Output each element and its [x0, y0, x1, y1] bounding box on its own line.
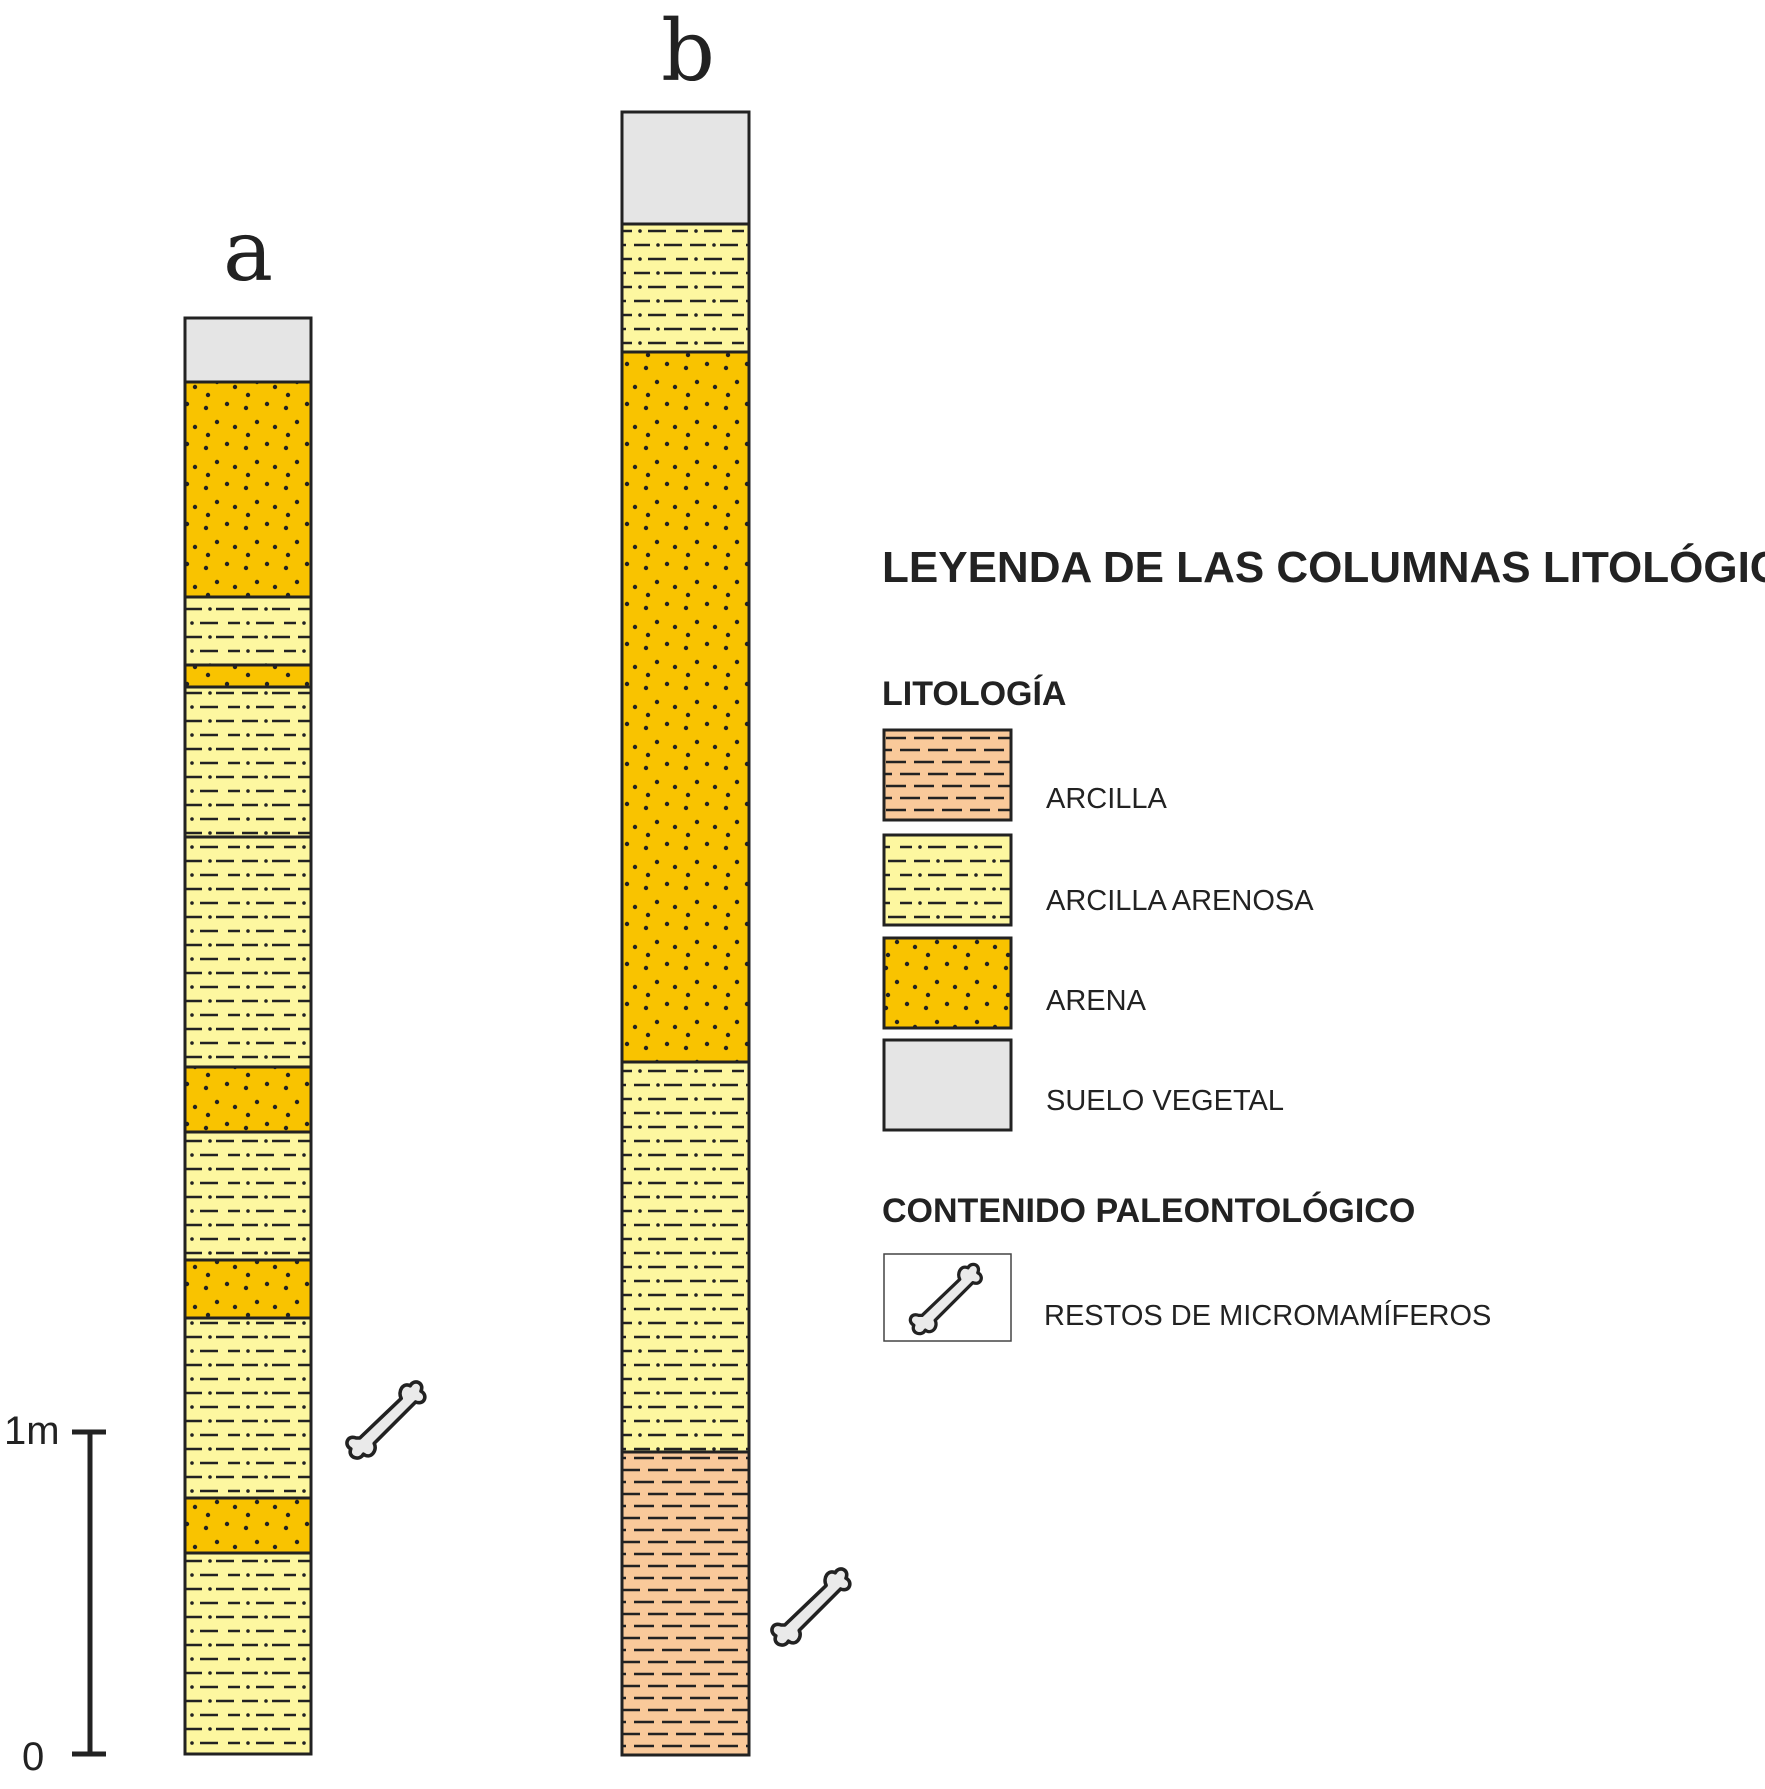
- legend-label-arcilla: ARCILLA: [1046, 783, 1168, 815]
- column-b-label: b: [661, 2, 715, 100]
- legend-swatch-arcilla-arenosa: [882, 833, 1013, 927]
- layer-suelo-vegetal: [183, 316, 313, 384]
- layer-arena: [183, 1258, 313, 1320]
- legend-label-suelo-vegetal: SUELO VEGETAL: [1046, 1085, 1284, 1117]
- layer-arcilla-arenosa: [183, 595, 313, 667]
- layer-arcilla: [620, 1450, 751, 1757]
- column-b: [620, 110, 852, 1757]
- legend-title: LEYENDA DE LAS COLUMNAS LITOLÓGICAS: [882, 542, 1765, 592]
- layer-suelo-vegetal: [620, 110, 751, 226]
- column-a-label: a: [223, 202, 273, 300]
- layer-arcilla-arenosa: [183, 835, 313, 1069]
- lithology-heading: LITOLOGÍA: [882, 675, 1066, 713]
- legend-swatch-suelo-vegetal: [882, 1038, 1013, 1132]
- layer-arcilla-arenosa: [183, 1316, 313, 1500]
- legend-swatch-arena: [882, 936, 1013, 1030]
- legend: LEYENDA DE LAS COLUMNAS LITOLÓGICAS LITO…: [882, 542, 1765, 1342]
- layer-arena: [183, 380, 313, 599]
- layer-arena: [620, 350, 751, 1064]
- layer-arcilla-arenosa: [620, 1060, 751, 1454]
- layer-arena: [183, 1065, 313, 1134]
- layer-arena: [183, 663, 313, 689]
- bone-icon: [770, 1567, 852, 1647]
- scale-top-label: 1m: [4, 1409, 60, 1453]
- bone-icon: [345, 1380, 427, 1460]
- layer-arcilla-arenosa: [183, 685, 313, 839]
- legend-swatch-arcilla: [882, 728, 1013, 822]
- layer-arena: [183, 1496, 313, 1555]
- legend-label-arena: ARENA: [1046, 985, 1147, 1017]
- layer-arcilla-arenosa: [183, 1551, 313, 1756]
- legend-label-arcilla-arenosa: ARCILLA ARENOSA: [1046, 885, 1314, 917]
- layer-arcilla-arenosa: [183, 1130, 313, 1262]
- scale-bar: 1m 0: [4, 1409, 106, 1779]
- layer-arcilla-arenosa: [620, 222, 751, 354]
- column-a: [183, 316, 427, 1756]
- legend-label-micromamiferos: RESTOS DE MICROMAMÍFEROS: [1044, 1299, 1491, 1332]
- paleo-heading: CONTENIDO PALEONTOLÓGICO: [882, 1192, 1415, 1230]
- scale-bottom-label: 0: [22, 1735, 44, 1779]
